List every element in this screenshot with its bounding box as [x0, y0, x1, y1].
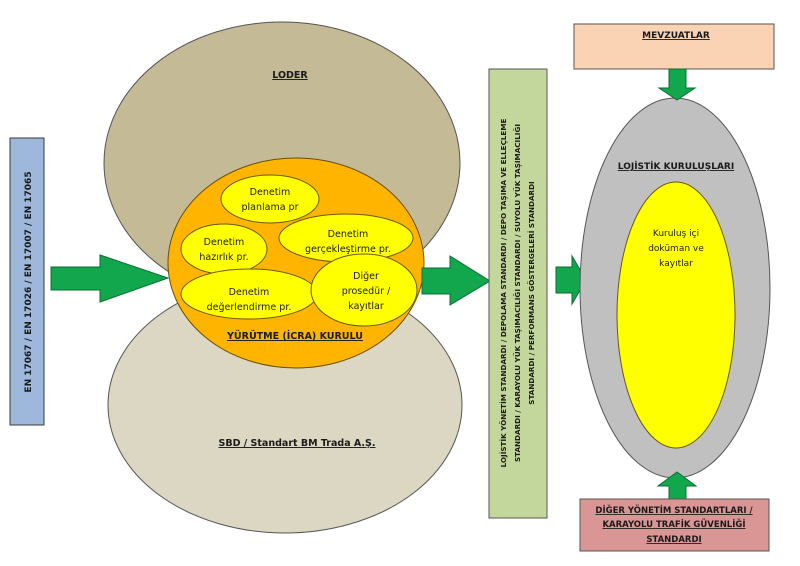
svg-text:LOJİSTİK YÖNETİM STANDARDI / D: LOJİSTİK YÖNETİM STANDARDI / DEPOLAMA ST…: [499, 119, 508, 468]
lojistik-label: LOJİSTİK KURULUŞLARI: [618, 161, 734, 172]
svg-text:hazırlık pr.: hazırlık pr.: [199, 252, 248, 263]
loder-label: LODER: [272, 70, 308, 81]
process-planlama-text: Denetim planlama pr: [241, 187, 298, 213]
mevzuat-label: MEVZUATLAR: [642, 31, 710, 41]
process-diger: [310, 253, 418, 327]
standards-list-box: [488, 68, 548, 519]
svg-text:Denetim: Denetim: [250, 187, 291, 198]
arrow-right-icon: [555, 254, 587, 306]
svg-text:kayıtlar: kayıtlar: [348, 301, 384, 312]
svg-text:Kuruluş içi: Kuruluş içi: [653, 229, 699, 239]
arrow-right-icon: [421, 255, 491, 306]
process-degerlendirme-text: Denetim değerlendirme pr.: [207, 287, 292, 313]
arrow-right-icon: [50, 254, 170, 303]
process-hazirlik: [180, 223, 268, 275]
svg-text:kayıtlar: kayıtlar: [659, 259, 693, 269]
svg-text:Diğer: Diğer: [353, 271, 379, 282]
process-hazirlik-text: Denetim hazırlık pr.: [199, 237, 248, 263]
yurutme-label: YÜRÜTME (İCRA) KURULU: [226, 331, 363, 342]
arrow-up-icon: [656, 471, 698, 500]
svg-text:planlama pr: planlama pr: [241, 202, 298, 213]
svg-text:doküman ve: doküman ve: [648, 244, 704, 254]
svg-text:Denetim: Denetim: [204, 237, 245, 248]
svg-text:Denetim: Denetim: [229, 287, 270, 298]
svg-text:STANDARDI / KARAYOLU YÜK TAŞIM: STANDARDI / KARAYOLU YÜK TAŞIMACILIĞI ST…: [513, 124, 522, 462]
svg-text:Denetim: Denetim: [328, 229, 369, 240]
svg-text:gerçekleştirme pr.: gerçekleştirme pr.: [305, 244, 391, 255]
svg-text:değerlendirme pr.: değerlendirme pr.: [207, 302, 292, 313]
svg-text:STANDARDI: STANDARDI: [646, 535, 701, 545]
other-standards-text: DİĞER YÖNETİM STANDARTLARI / KARAYOLU TR…: [595, 504, 753, 545]
svg-text:prosedür /: prosedür /: [342, 286, 391, 297]
internal-docs-ellipse: [616, 181, 736, 449]
standards-box-label: EN 17067 / EN 17026 / EN 17007 / EN 1706…: [24, 171, 34, 392]
standards-list-text: LOJİSTİK YÖNETİM STANDARDI / DEPOLAMA ST…: [499, 119, 536, 468]
standards-box: [9, 137, 45, 426]
svg-text:KARAYOLU TRAFİK GÜVENLİĞİ: KARAYOLU TRAFİK GÜVENLİĞİ: [602, 518, 745, 530]
svg-text:DİĞER YÖNETİM STANDARTLARI /: DİĞER YÖNETİM STANDARTLARI /: [595, 504, 753, 516]
process-planlama: [220, 174, 320, 224]
process-gerceklestirme-text: Denetim gerçekleştirme pr.: [305, 229, 391, 255]
arrow-down-icon: [657, 68, 697, 101]
internal-docs-text: Kuruluş içi doküman ve kayıtlar: [648, 229, 704, 269]
sbd-label: SBD / Standart BM Trada A.Ş.: [219, 438, 376, 449]
process-diger-text: Diğer prosedür / kayıtlar: [342, 271, 391, 312]
other-standards-box: [579, 498, 770, 552]
svg-text:STANDARDI / PERFORMANS GÖSTER: STANDARDI / PERFORMANS GÖSTERGELERİ STAN…: [527, 181, 536, 405]
